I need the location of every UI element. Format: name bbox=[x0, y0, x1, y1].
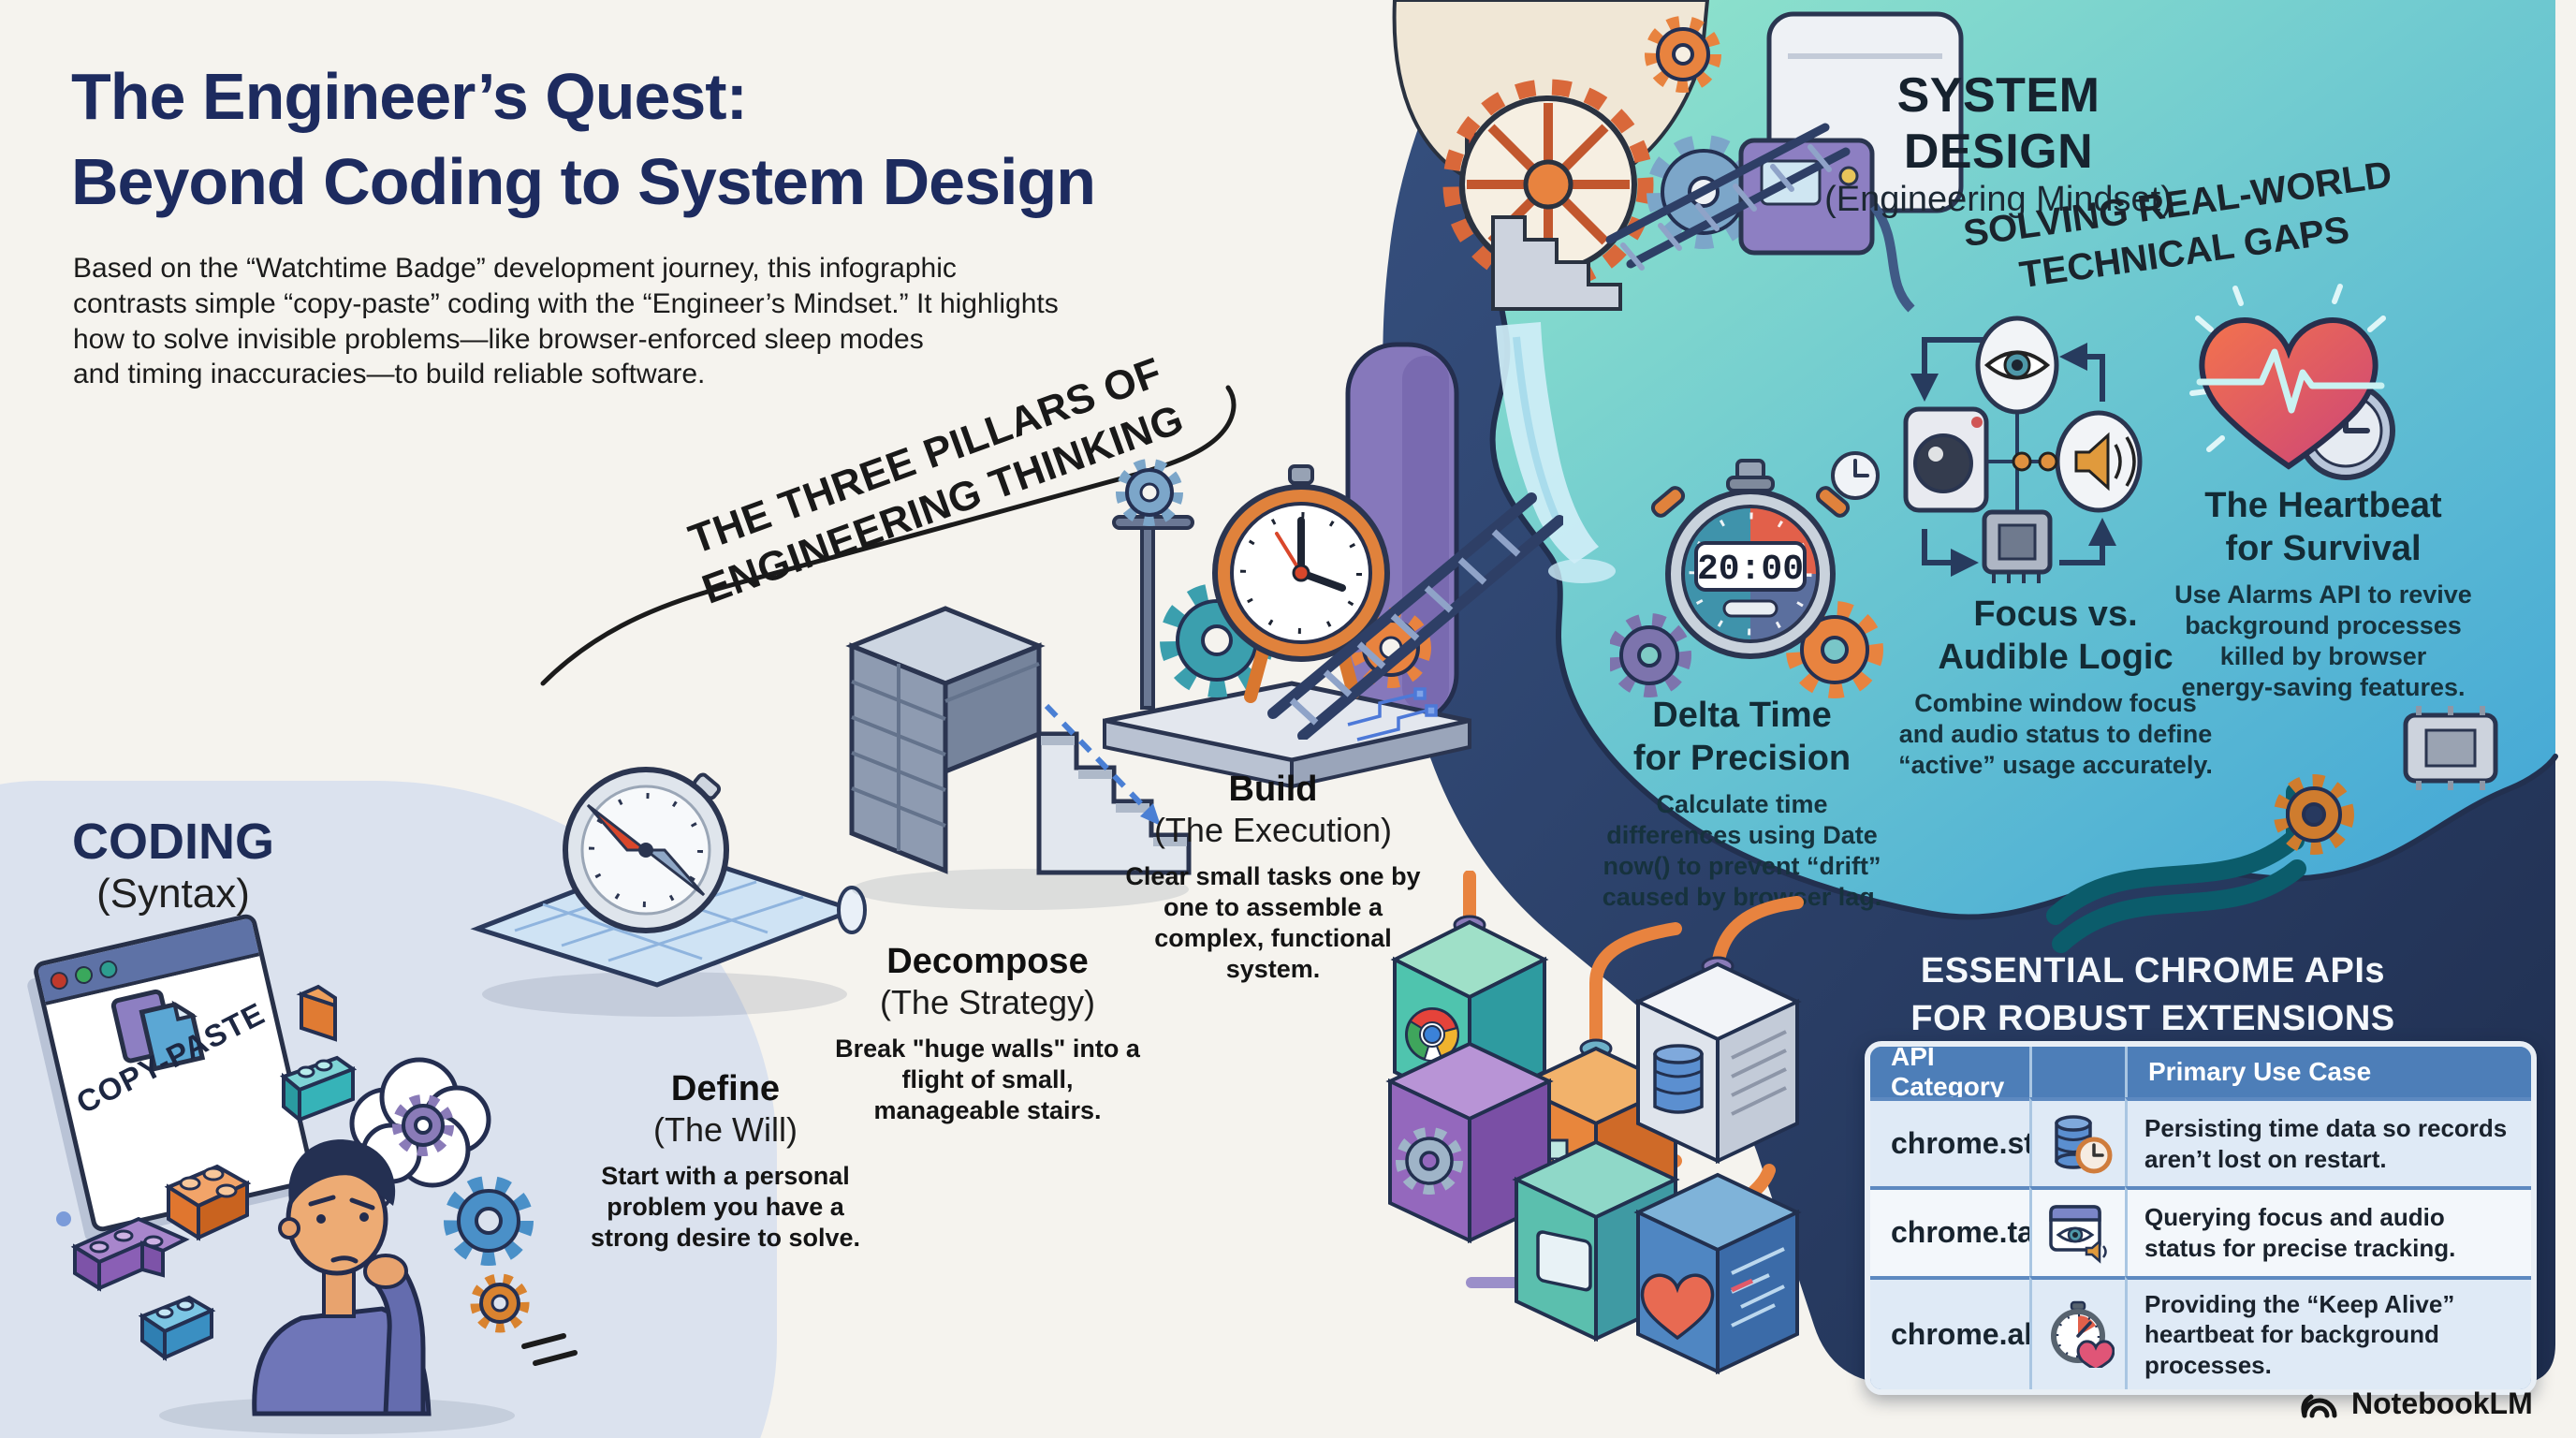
notebooklm-logo-icon bbox=[2301, 1394, 2337, 1418]
define-description: Start with a personal problem you have a… bbox=[590, 1161, 861, 1252]
notebooklm-watermark: NotebookLM bbox=[2299, 1384, 2533, 1423]
build-subtitle: (The Execution) bbox=[1153, 810, 1393, 849]
table-row-storage-use-case: Persisting time data so records aren’t l… bbox=[2125, 1097, 2531, 1187]
lego-brick-icon bbox=[296, 984, 337, 1042]
gear-icon bbox=[444, 1176, 534, 1266]
gear-icon bbox=[392, 1094, 454, 1156]
delta-time-description: Calculate time differences using Date no… bbox=[1602, 790, 1882, 911]
stopwatch-heart-icon bbox=[2029, 1275, 2125, 1389]
heartbeat-clock-icon bbox=[2189, 284, 2395, 480]
copy-paste-window: COPY-PASTE bbox=[31, 912, 317, 1234]
coding-illustration bbox=[56, 984, 578, 1434]
title-line-1: The Engineer’s Quest: bbox=[71, 60, 748, 133]
define-subtitle: (The Will) bbox=[653, 1109, 798, 1149]
stairs-icon bbox=[1036, 731, 1192, 875]
stopwatch-icon: 20:00 bbox=[1650, 459, 1851, 659]
coding-subtitle: (Syntax) bbox=[96, 871, 250, 917]
camera-icon bbox=[1903, 406, 1989, 513]
coding-title: CODING bbox=[72, 814, 274, 870]
gear-icon bbox=[2274, 774, 2354, 855]
lego-brick-icon bbox=[164, 1164, 252, 1241]
heart-icon bbox=[1640, 1273, 1715, 1341]
feature-focus-audible: Focus vs. Audible Logic Combine window f… bbox=[1898, 594, 2213, 780]
table-row-alarms-use-case: Providing the “Keep Alive” heartbeat for… bbox=[2125, 1275, 2531, 1389]
title-line-2: Beyond Coding to System Design bbox=[71, 145, 1096, 218]
gear-icon bbox=[1645, 16, 1721, 93]
chip-icon bbox=[2403, 706, 2498, 790]
lego-brick-icon bbox=[70, 1216, 190, 1292]
focus-audio-circuit-icon bbox=[1903, 315, 2143, 583]
table-row-alarms-api: chrome.alarms bbox=[1870, 1275, 2104, 1389]
speaker-icon bbox=[2055, 410, 2143, 513]
chrome-logo-icon bbox=[1405, 1007, 1459, 1062]
chip-icon bbox=[1982, 509, 2053, 583]
tab-eye-speaker-icon bbox=[2029, 1186, 2125, 1276]
api-table: API Category Primary Use Case chrome.sto… bbox=[1865, 1041, 2537, 1395]
server-cube bbox=[1633, 961, 1802, 1165]
coding-heading: CODING (Syntax) bbox=[33, 813, 314, 917]
column-header-use-case: Primary Use Case bbox=[2125, 1047, 2531, 1097]
pipe-decoration bbox=[2046, 831, 2301, 925]
focus-audible-description: Combine window focus and audio status to… bbox=[1898, 689, 2213, 780]
dashed-arrow-icon bbox=[1044, 703, 1161, 826]
thinking-person bbox=[252, 1139, 432, 1416]
page-title: The Engineer’s Quest: Beyond Coding to S… bbox=[71, 54, 1096, 225]
notebooklm-label: NotebookLM bbox=[2351, 1386, 2533, 1420]
database-icon bbox=[1653, 1044, 1704, 1114]
table-row-tabs-api: chrome.tabs bbox=[1870, 1186, 2069, 1276]
pillar-decompose: Decompose (The Strategy) Break "huge wal… bbox=[831, 942, 1144, 1126]
heart-cube bbox=[1633, 1172, 1802, 1375]
lego-brick-icon bbox=[279, 1055, 358, 1124]
feature-delta-time: Delta Time for Precision Calculate time … bbox=[1588, 695, 1896, 913]
table-row-tabs-use-case: Querying focus and audio status for prec… bbox=[2125, 1186, 2531, 1276]
gear-icon bbox=[1610, 613, 1691, 697]
stopwatch-display: 20:00 bbox=[1697, 550, 1804, 590]
brick-wall-icon bbox=[845, 606, 1046, 874]
window-icon bbox=[1536, 1230, 1592, 1292]
pillars-swoosh-line bbox=[540, 385, 1237, 686]
decompose-description: Break "huge walls" into a flight of smal… bbox=[835, 1034, 1140, 1124]
decompose-title: Decompose bbox=[886, 942, 1089, 981]
heartbeat-description: Use Alarms API to revive background proc… bbox=[2174, 580, 2472, 701]
stopwatch-gears-icon: 20:00 bbox=[1610, 451, 1883, 698]
column-header-icon bbox=[2029, 1047, 2125, 1097]
waterfall-icon bbox=[1496, 322, 1616, 583]
clock-icon bbox=[1212, 464, 1390, 662]
column-header-api-category: API Category bbox=[1870, 1047, 2029, 1101]
cliff-decorations bbox=[2274, 706, 2498, 855]
table-row-storage-api: chrome.storage bbox=[1870, 1097, 2115, 1187]
decompose-subtitle: (The Strategy) bbox=[879, 982, 1096, 1021]
system-design-title: SYSTEM DESIGN bbox=[1896, 68, 2100, 179]
conveyor-bridge bbox=[1605, 123, 1851, 271]
crane-pole bbox=[1112, 459, 1194, 710]
gear-icon bbox=[470, 1273, 530, 1333]
copy-paste-icon bbox=[110, 989, 206, 1072]
pillar-define: Define (The Will) Start with a personal … bbox=[571, 1069, 880, 1254]
circuit-traces bbox=[1347, 687, 1438, 741]
decompose-illustration bbox=[845, 606, 1192, 910]
build-title: Build bbox=[1228, 770, 1318, 809]
define-illustration bbox=[470, 767, 867, 1017]
gear-icon bbox=[1396, 1127, 1463, 1195]
gear-icon bbox=[1116, 459, 1183, 526]
define-title: Define bbox=[670, 1069, 781, 1108]
system-design-heading: SYSTEM DESIGN (Engineering Mindset) bbox=[1797, 67, 2200, 220]
lego-brick-icon bbox=[138, 1295, 216, 1361]
database-clock-icon bbox=[2029, 1097, 2125, 1187]
clock-icon bbox=[1831, 451, 1880, 500]
system-design-subtitle: (Engineering Mindset) bbox=[1824, 180, 2173, 219]
compass-icon bbox=[563, 767, 729, 933]
feature-heartbeat: The Heartbeat for Survival Use Alarms AP… bbox=[2174, 486, 2472, 701]
window-cube bbox=[1512, 1139, 1680, 1343]
build-illustration bbox=[1103, 459, 1471, 789]
ramp-bridge bbox=[1267, 492, 1563, 740]
pillar-build: Build (The Execution) Clear small tasks … bbox=[1116, 770, 1430, 984]
machine-stairs bbox=[1491, 215, 1622, 311]
module-cubes-illustration bbox=[1385, 871, 1804, 1375]
eye-icon bbox=[1975, 315, 2059, 415]
api-table-heading: ESSENTIAL CHROME APIs FOR ROBUST EXTENSI… bbox=[1910, 951, 2395, 1039]
gear-icon bbox=[1786, 601, 1883, 698]
build-description: Clear small tasks one by one to assemble… bbox=[1125, 861, 1421, 983]
intro-paragraph: Based on the “Watchtime Badge” developme… bbox=[73, 253, 1059, 390]
